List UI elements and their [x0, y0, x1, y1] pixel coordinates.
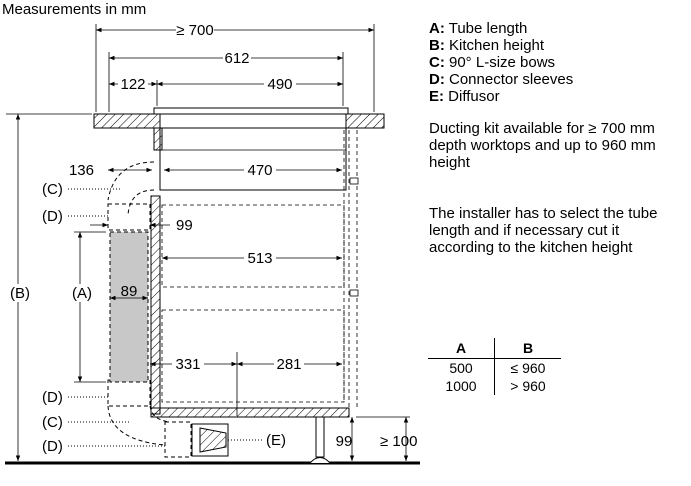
dim-122-label: 122: [120, 76, 145, 93]
table-header-b: B: [494, 338, 561, 359]
callout-d-top: (D): [42, 208, 63, 225]
note-ducting: Ducting kit available for ≥ 700 mm depth…: [429, 120, 656, 171]
bow-bottom: [107, 405, 166, 446]
legend-item-b: B: Kitchen height: [429, 37, 545, 54]
dim-331-label: 331: [175, 356, 200, 373]
legend-item-e: E: Diffusor: [429, 88, 500, 105]
hob-connector: [153, 127, 163, 151]
worktop-left: [93, 113, 161, 129]
hob-body: [159, 127, 347, 191]
note-installer: The installer has to select the tube len…: [429, 205, 658, 256]
dim-100-label: ≥ 100: [380, 433, 417, 450]
dim-99-bottom-label: 99: [336, 433, 353, 450]
table-cell: 1000: [428, 377, 495, 395]
table-cell: > 960: [510, 378, 546, 394]
cabinet-base: [150, 407, 350, 418]
dim-total-width-label: ≥ 700: [176, 22, 213, 39]
worktop-center: [159, 113, 347, 129]
callout-a: (A): [72, 285, 92, 302]
legend-item-a: A: Tube length: [429, 20, 528, 37]
table-header-a: A: [428, 338, 495, 359]
clip-2: [349, 289, 359, 297]
table-cell: ≤ 960: [510, 360, 546, 376]
dim-89-label: 89: [121, 283, 138, 300]
clip-1: [349, 177, 359, 185]
sleeve-bottom: [107, 379, 151, 407]
diffusor-louvre: [199, 427, 227, 453]
sleeve-top: [107, 203, 151, 231]
table-cell: 500: [428, 358, 495, 377]
measurements-title: Measurements in mm: [2, 1, 146, 18]
callout-b: (B): [10, 285, 30, 302]
tube-length-table: A B 500 ≤ 960 1000 > 960: [428, 338, 561, 395]
drawer-top: [161, 204, 345, 288]
legend-item-c: C: 90° L-size bows: [429, 54, 556, 71]
bow-top: [107, 161, 155, 201]
cabinet-back-panel: [150, 195, 161, 415]
callout-c-top: (C): [42, 181, 63, 198]
dim-281-label: 281: [276, 356, 301, 373]
plinth-leg: [315, 416, 325, 458]
hob-glass: [153, 107, 349, 115]
tube-a: [109, 231, 149, 383]
dim-490-label: 490: [267, 76, 292, 93]
callout-d-lowest: (D): [42, 438, 63, 455]
dim-513-label: 513: [247, 250, 272, 267]
table-row: 1000 > 960: [428, 377, 561, 395]
table-row: 500 ≤ 960: [428, 358, 561, 377]
callout-e: (E): [266, 432, 286, 449]
sleeve-lowest: [164, 421, 192, 458]
callout-d-bottom: (D): [42, 389, 63, 406]
dim-136-label: 136: [69, 162, 94, 179]
dim-470-label: 470: [247, 162, 272, 179]
dim-99-top-label: 99: [176, 217, 193, 234]
worktop-right: [345, 113, 385, 129]
callout-c-bottom: (C): [42, 414, 63, 431]
legend-item-d: D: Connector sleeves: [429, 71, 574, 88]
dim-612-label: 612: [224, 50, 249, 67]
